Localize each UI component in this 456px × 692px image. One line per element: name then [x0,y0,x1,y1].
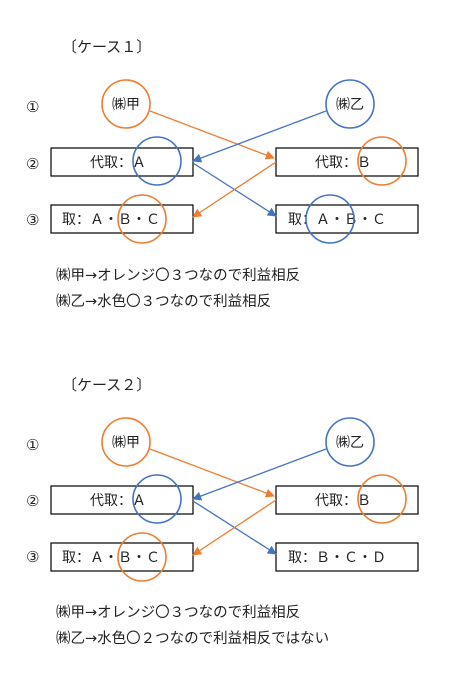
case-1-left-row2-text: 代取：Ａ [90,155,146,171]
case-1-right-row2-text: 代取：Ｂ [315,155,371,171]
case-1-company-b-circle [325,79,375,129]
case-1-circle-a-right [305,194,355,244]
case-2: 〔ケース２〕 ① ② ③ ㈱甲 ㈱乙 代取：Ａ 代取：Ｂ 取：Ａ・Ｂ・Ｃ 取：Ｂ… [26,376,419,647]
case-1-title: 〔ケース１〕 [62,38,151,56]
case-2-circle-a-director [132,474,182,524]
case-2-company-b-circle [325,417,375,467]
case-1-company-a-circle [101,79,151,129]
case-2-company-a: ㈱甲 [112,435,140,451]
case-1-left-row3-text: 取：Ａ・Ｂ・Ｃ [62,212,160,228]
case-2-left-row3-text: 取：Ａ・Ｂ・Ｃ [62,550,160,566]
case-1-right-row3-box [275,204,419,234]
case-2-title: 〔ケース２〕 [62,376,151,394]
case-2-left-row2-text: 代取：Ａ [90,493,146,509]
case-1-right-row3-text: 取：Ａ・Ｂ・Ｃ [288,212,386,228]
case-1-arrow-b-to-a-director [192,110,327,163]
case-1-step-2: ② [26,155,39,173]
case-2-circle-b-left [117,532,167,582]
case-2-right-row2-text: 代取：Ｂ [315,493,371,509]
case-2-right-row3-box [275,542,419,572]
case-2-company-a-circle [101,417,151,467]
case-2-arrow-b-director-to-left [192,499,277,556]
case-2-right-row3-text: 取：Ｂ・Ｃ・Ｄ [288,550,386,566]
case-1-step-3: ③ [26,211,39,229]
case-2-note-1: ㈱甲→オレンジ〇３つなので利益相反 [56,604,300,621]
case-1-company-b: ㈱乙 [336,97,364,113]
case-2-step-1: ① [26,436,39,454]
case-2-circle-b-director [357,474,407,524]
case-1-circle-a-director [132,136,182,186]
case-1-note-1: ㈱甲→オレンジ〇３つなので利益相反 [56,267,300,284]
case-2-arrow-a-to-b-director [149,448,275,498]
case-2-step-3: ③ [26,548,39,566]
case-1-step-1: ① [26,98,39,116]
case-2-note-2: ㈱乙→水色〇２つなので利益相反ではない [56,630,329,647]
case-2-arrow-b-to-a-director [192,448,327,501]
case-1-company-a: ㈱甲 [112,97,140,113]
case-1-note-2: ㈱乙→水色〇３つなので利益相反 [56,293,271,310]
case-1-arrow-b-director-to-left [192,161,277,218]
case-2-step-2: ② [26,492,39,510]
case-1: 〔ケース１〕 ① ② ③ ㈱甲 ㈱乙 代取：Ａ 代取：Ｂ 取：Ａ・Ｂ・Ｃ 取：Ａ… [26,38,419,310]
case-1-arrow-a-to-b-director [149,110,275,160]
case-1-circle-b-director [357,136,407,186]
case-2-company-b: ㈱乙 [336,435,364,451]
case-1-circle-b-left [117,194,167,244]
